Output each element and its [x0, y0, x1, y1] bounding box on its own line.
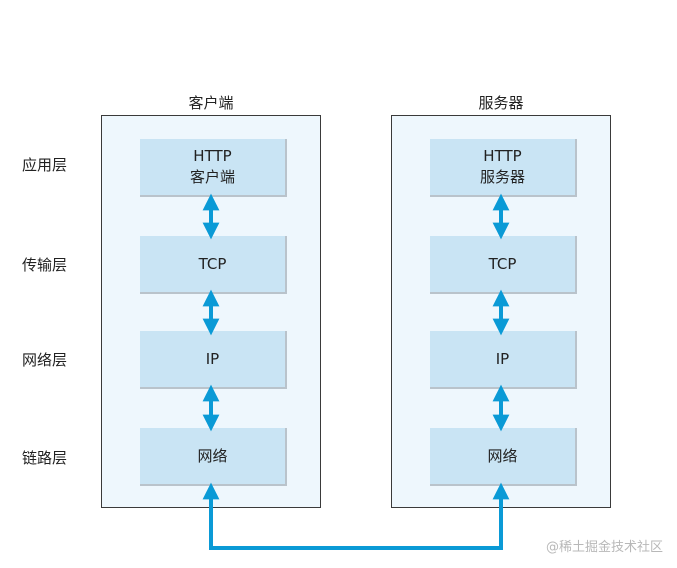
client-tcp-label: TCP [198, 254, 227, 273]
network-connection-arrow [202, 482, 510, 550]
client-title: 客户端 [188, 94, 234, 112]
server-http-sublabel: 服务器 [479, 168, 525, 186]
client-http-sublabel: 客户端 [189, 168, 235, 186]
client-link-box: 网络 [140, 428, 287, 486]
server-tcp-label: TCP [488, 254, 517, 273]
server-title: 服务器 [478, 94, 524, 112]
server-link-label: 网络 [487, 446, 518, 465]
client-http-label: HTTP [193, 147, 232, 165]
layer-label-application: 应用层 [22, 156, 68, 174]
layer-label-link: 链路层 [22, 449, 68, 467]
client-tcp-box: TCP [140, 236, 287, 294]
layer-label-network: 网络层 [22, 351, 68, 369]
layer-label-transport: 传输层 [22, 256, 68, 274]
server-link-box: 网络 [430, 428, 577, 486]
server-http-label: HTTP [483, 147, 522, 165]
client-link-label: 网络 [197, 446, 228, 465]
client-ip-label: IP [205, 349, 220, 368]
server-ip-label: IP [495, 349, 510, 368]
watermark-text: @稀土掘金技术社区 [545, 540, 663, 555]
client-http-box: HTTP 客户端 [140, 139, 287, 197]
